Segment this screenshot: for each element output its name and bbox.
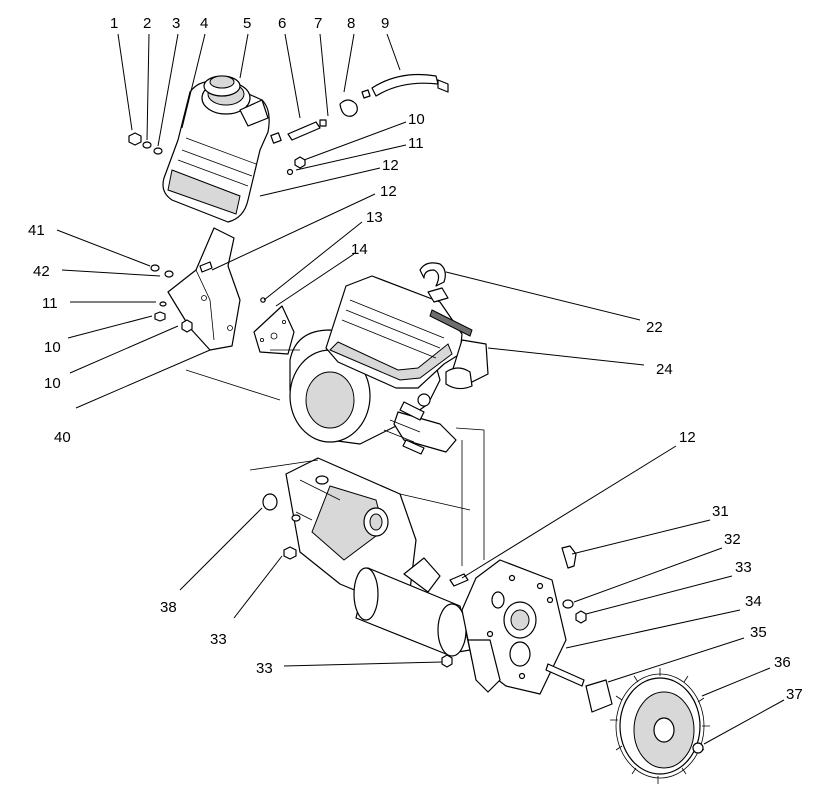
callout-34: 34 xyxy=(745,593,762,610)
assembly-guide-lines xyxy=(185,349,485,566)
callout-10-lower: 10 xyxy=(44,375,61,392)
callout-32: 32 xyxy=(724,531,741,548)
callout-12-right: 12 xyxy=(679,429,696,446)
leader-lines xyxy=(56,33,785,745)
callout-33-right: 33 xyxy=(735,559,752,576)
callout-11-left: 11 xyxy=(42,295,58,312)
callout-41: 41 xyxy=(28,222,45,239)
callout-10-left: 10 xyxy=(44,339,61,356)
callout-2: 2 xyxy=(143,15,151,32)
callout-4: 4 xyxy=(200,15,208,32)
callout-38: 38 xyxy=(160,599,177,616)
clamp xyxy=(419,262,446,287)
engine xyxy=(289,275,489,455)
hardware-top-left xyxy=(128,132,163,155)
fuel-cap xyxy=(203,75,241,97)
callout-11-top: 11 xyxy=(408,135,424,152)
callout-1: 1 xyxy=(110,15,118,32)
side-panel xyxy=(449,559,567,695)
axle xyxy=(545,663,613,713)
wheel xyxy=(610,668,710,784)
callout-37: 37 xyxy=(786,686,803,703)
mounting-bracket-left xyxy=(150,227,241,351)
callout-31: 31 xyxy=(712,503,729,520)
hardware-right xyxy=(262,493,587,668)
callout-8: 8 xyxy=(347,15,355,32)
callout-12-top: 12 xyxy=(382,157,399,174)
auger-tube xyxy=(353,557,471,657)
callout-33-left: 33 xyxy=(210,631,227,648)
mounting-plate xyxy=(253,297,295,355)
callout-10-top: 10 xyxy=(408,111,425,128)
callout-9: 9 xyxy=(381,15,389,32)
callout-22: 22 xyxy=(646,319,663,336)
wheel-nut xyxy=(692,742,704,754)
callout-6: 6 xyxy=(278,15,286,32)
fuel-line xyxy=(270,73,449,176)
fuel-tank xyxy=(162,80,270,223)
callout-7: 7 xyxy=(314,15,322,32)
chute-housing xyxy=(285,457,417,605)
callout-33-bottom: 33 xyxy=(256,660,273,677)
callout-42: 42 xyxy=(33,263,50,280)
callout-40: 40 xyxy=(54,429,71,446)
callout-35: 35 xyxy=(750,624,767,641)
callout-36: 36 xyxy=(774,654,791,671)
callout-13: 13 xyxy=(366,209,383,226)
callout-3: 3 xyxy=(172,15,180,32)
callout-24: 24 xyxy=(656,361,673,378)
callout-labels: 1 2 3 4 5 6 7 8 9 10 11 12 12 13 14 41 4… xyxy=(28,15,803,703)
callout-5: 5 xyxy=(243,15,251,32)
callout-14: 14 xyxy=(351,241,368,258)
callout-12-mid: 12 xyxy=(380,183,397,200)
